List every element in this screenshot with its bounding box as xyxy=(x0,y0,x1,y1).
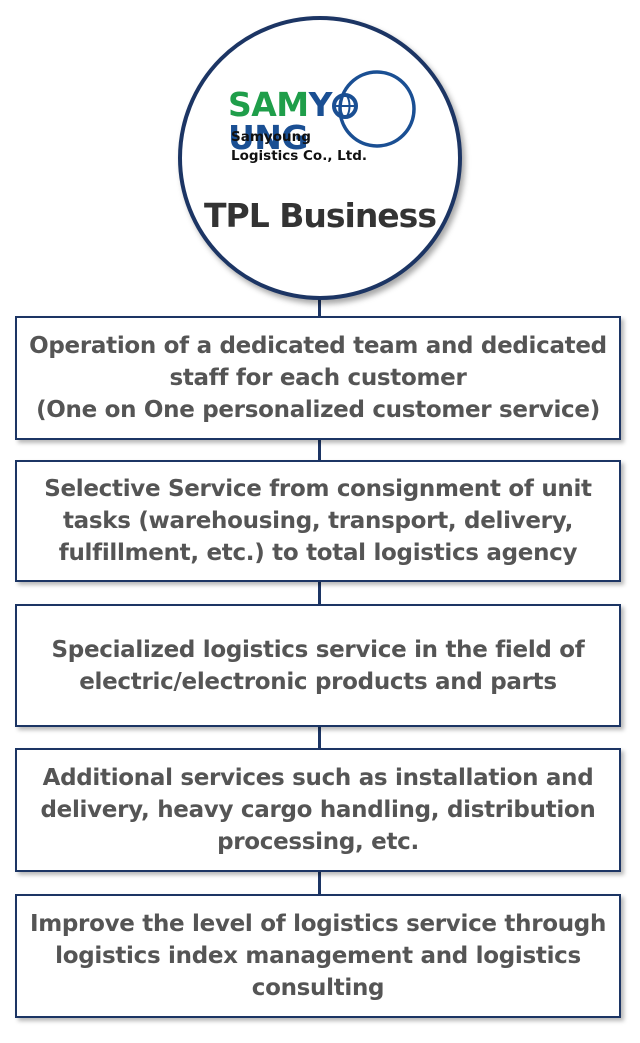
service-text-line: logistics index management and logistics xyxy=(55,943,581,969)
service-text-line: tasks (warehousing, transport, delivery, xyxy=(62,508,574,534)
service-box-4: Additional services such as installation… xyxy=(15,748,621,872)
service-text-3: Specialized logistics service in the fie… xyxy=(52,634,585,698)
service-text-line: delivery, heavy cargo handling, distribu… xyxy=(40,797,596,823)
globe-o-icon xyxy=(332,85,359,124)
service-box-3: Specialized logistics service in the fie… xyxy=(15,604,621,727)
service-text-line: (One on One personalized customer servic… xyxy=(36,397,600,423)
service-text-line: electric/electronic products and parts xyxy=(79,668,557,695)
service-text-line: Specialized logistics service in the fie… xyxy=(51,636,585,663)
service-text-line: fulfillment, etc.) to total logistics ag… xyxy=(58,540,578,566)
service-text-line: processing, etc. xyxy=(217,829,419,855)
header-circle: SAMYUNG Samyoung Logistics Co., Ltd. TPL… xyxy=(178,16,462,300)
service-text-5: Improve the level of logistics service t… xyxy=(30,908,606,1004)
page-title: TPL Business xyxy=(204,196,437,235)
logo-subtitle: Samyoung Logistics Co., Ltd. xyxy=(231,128,367,166)
service-text-1: Operation of a dedicated team and dedica… xyxy=(29,330,607,426)
logo-subtitle-line-1: Samyoung xyxy=(231,129,311,145)
samyoung-logo: SAMYUNG Samyoung Logistics Co., Ltd. xyxy=(228,66,438,166)
service-box-5: Improve the level of logistics service t… xyxy=(15,894,621,1018)
service-text-2: Selective Service from consignment of un… xyxy=(44,473,592,569)
service-text-line: Additional services such as installation… xyxy=(42,765,594,791)
service-text-line: consulting xyxy=(251,975,385,1001)
connector-line xyxy=(318,290,321,900)
service-text-line: Selective Service from consignment of un… xyxy=(44,476,592,502)
service-text-line: Improve the level of logistics service t… xyxy=(29,911,607,937)
service-text-line: staff for each customer xyxy=(169,365,467,391)
service-text-4: Additional services such as installation… xyxy=(40,762,595,858)
service-box-1: Operation of a dedicated team and dedica… xyxy=(15,316,621,440)
service-box-2: Selective Service from consignment of un… xyxy=(15,460,621,582)
logo-wordmark: SAMYUNG xyxy=(228,88,438,154)
logo-subtitle-line-2: Logistics Co., Ltd. xyxy=(231,148,368,164)
service-text-line: Operation of a dedicated team and dedica… xyxy=(29,333,607,359)
